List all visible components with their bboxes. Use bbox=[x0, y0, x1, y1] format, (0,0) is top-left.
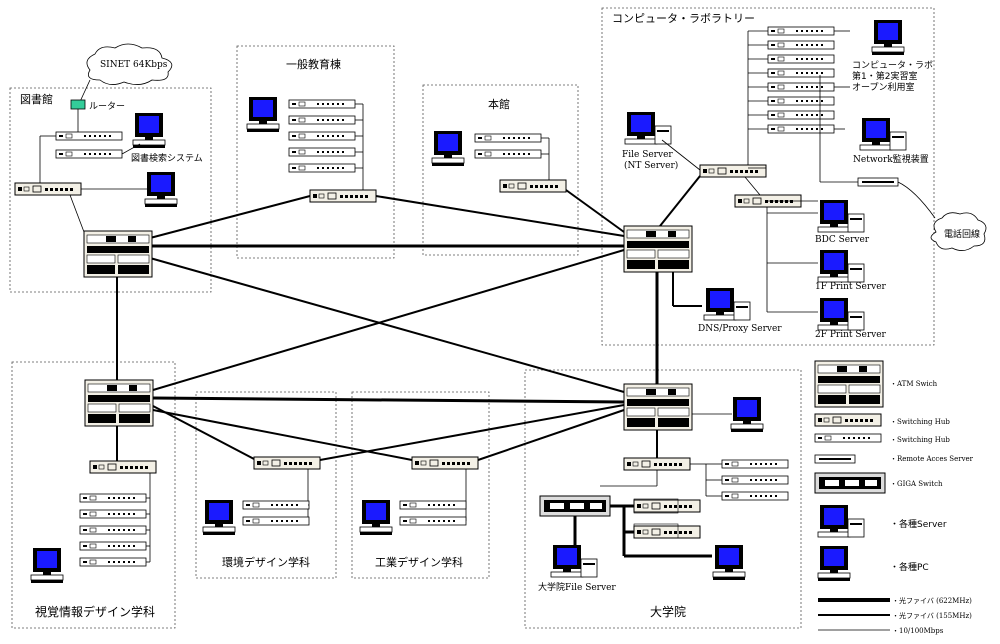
grad-file-server-label: 大学院File Server bbox=[538, 581, 616, 593]
zone-title-ind-design: 工業デザイン学科 bbox=[375, 555, 463, 569]
library-search-pc bbox=[132, 112, 166, 149]
env-design-pc bbox=[202, 499, 236, 536]
print2-label: 2F Print Server bbox=[815, 330, 887, 340]
env-hub bbox=[253, 456, 321, 470]
bdc-server-label: BDC Server bbox=[815, 235, 870, 245]
network-monitor-device bbox=[859, 117, 907, 151]
zone-title-main-building: 本館 bbox=[488, 97, 510, 111]
general-edu-pc bbox=[246, 96, 280, 133]
lab-atm-switch bbox=[623, 225, 693, 273]
legend-switching-hub-small: ・Switching Hub bbox=[890, 436, 950, 444]
library-devices: SINET 64Kbps ルーター 図書検索システム bbox=[14, 43, 203, 278]
router-icon bbox=[70, 99, 86, 110]
env-design-devices bbox=[202, 456, 321, 536]
graduate-pc-1 bbox=[730, 396, 764, 433]
ind-design-pc bbox=[359, 499, 393, 536]
backbone-links bbox=[116, 175, 701, 461]
remote-access-server bbox=[857, 177, 899, 187]
zone-main-building bbox=[422, 84, 579, 256]
main-hub bbox=[499, 179, 567, 193]
print-server-2f bbox=[817, 297, 865, 331]
graduate-giga-switch bbox=[539, 495, 611, 517]
legend-pc: ・各種PC bbox=[890, 561, 929, 573]
legend-line2: ・光ファイバ (155MHz) bbox=[892, 611, 972, 620]
zone-general-edu bbox=[236, 45, 395, 259]
legend-server: ・各種Server bbox=[890, 518, 947, 530]
print1-label: 1F Print Server bbox=[815, 282, 887, 292]
sinet-cloud bbox=[86, 43, 173, 85]
zone-visual-design bbox=[11, 361, 176, 629]
legend-switching-hub: ・Switching Hub bbox=[890, 418, 950, 426]
main-building-devices bbox=[431, 130, 567, 193]
zone-title-general-edu: 一般教育棟 bbox=[286, 57, 341, 71]
visual-hub bbox=[89, 460, 157, 474]
zone-title-library: 図書館 bbox=[20, 92, 53, 106]
visual-atm-switch bbox=[84, 379, 154, 427]
zone-ind-design bbox=[351, 391, 490, 579]
legend-atm: ・ATM Swich bbox=[890, 380, 938, 388]
lab-rooms-label-2: 第1・第2実習室 bbox=[852, 70, 917, 82]
zone-title-env-design: 環境デザイン学科 bbox=[222, 555, 310, 569]
file-server-label: File Server bbox=[622, 150, 673, 160]
library-atm-switch bbox=[83, 230, 153, 278]
sinet-label: SINET 64Kbps bbox=[100, 60, 168, 70]
legend-giga: ・GIGA Switch bbox=[890, 480, 943, 488]
dns-proxy-label: DNS/Proxy Server bbox=[698, 324, 782, 334]
main-pc bbox=[431, 130, 465, 167]
zone-library bbox=[9, 87, 212, 293]
legend-remote-access: ・Remote Acces Server bbox=[890, 455, 974, 463]
lab-rooms-label-1: コンピュータ・ラボ bbox=[852, 60, 933, 71]
general-edu-hub bbox=[309, 189, 377, 203]
graduate-hub bbox=[623, 457, 691, 471]
zone-title-graduate: 大学院 bbox=[650, 604, 686, 619]
zone-title-computer-lab: コンピュータ・ラボラトリー bbox=[612, 12, 755, 25]
computer-lab-devices: コンピュータ・ラボ 第1・第2実習室 オープン利用室 Network監視装置 電… bbox=[622, 19, 987, 340]
library-pc bbox=[144, 171, 178, 208]
bdc-server bbox=[817, 199, 865, 233]
nt-server-label: (NT Server) bbox=[624, 160, 678, 171]
legend: ・ATM Swich ・Switching Hub ・Switching Hub… bbox=[814, 360, 974, 635]
general-edu-devices bbox=[246, 96, 377, 203]
lab-rooms-pc bbox=[871, 19, 905, 56]
phone-line-label: 電話回線 bbox=[944, 228, 980, 240]
zone-env-design bbox=[195, 391, 337, 579]
graduate-pc-2 bbox=[712, 544, 746, 581]
graduate-atm-switch bbox=[623, 383, 693, 431]
ind-design-devices bbox=[359, 456, 479, 536]
router-label: ルーター bbox=[89, 101, 125, 112]
lab-rooms-label-3: オープン利用室 bbox=[852, 81, 914, 93]
graduate-devices: 大学院File Server bbox=[538, 383, 789, 593]
phone-cloud bbox=[930, 212, 987, 251]
network-monitor-label: Network監視装置 bbox=[853, 153, 929, 165]
dns-proxy-server bbox=[703, 287, 751, 321]
lab-hub-1 bbox=[699, 164, 767, 178]
library-system-label: 図書検索システム bbox=[131, 152, 203, 164]
visual-design-devices bbox=[30, 379, 157, 584]
file-server bbox=[624, 111, 672, 145]
print-server-1f bbox=[817, 249, 865, 283]
graduate-file-server bbox=[550, 544, 598, 578]
legend-line3: ・10/100Mbps bbox=[892, 627, 944, 635]
legend-line1: ・光ファイバ (622MHz) bbox=[892, 596, 972, 605]
zone-title-visual-design: 視覚情報デザイン学科 bbox=[35, 604, 155, 619]
zone-graduate bbox=[524, 369, 802, 629]
visual-design-pc bbox=[30, 547, 64, 584]
ind-hub bbox=[411, 456, 479, 470]
zone-computer-lab bbox=[601, 7, 935, 346]
